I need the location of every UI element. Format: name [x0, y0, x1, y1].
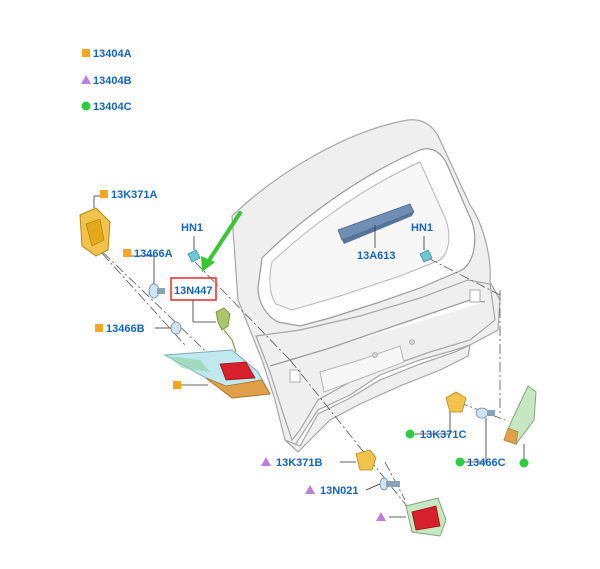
square-marker: [173, 381, 181, 389]
panel-bolt: [409, 339, 415, 345]
circle-marker: [405, 429, 415, 439]
label-13n447: 13N447: [174, 285, 213, 297]
part-13k371c: 13K371C: [405, 391, 467, 441]
label-13466a: 13466A: [134, 248, 173, 260]
high-mount-stop-lamp: 13A613: [337, 203, 415, 262]
part-hn1-right: HN1: [411, 222, 433, 263]
square-marker: [95, 324, 103, 332]
left-lamp-callout: [173, 381, 208, 389]
legend-label-a: 13404A: [93, 48, 132, 60]
triangle-marker: [261, 457, 271, 466]
liftgate-lamp-lower: [376, 497, 447, 537]
part-13k371b: 13K371B: [261, 449, 377, 471]
part-13n021: 13N021: [305, 477, 400, 497]
square-marker: [100, 190, 108, 198]
part-13k371a: 13K371A: [79, 189, 158, 257]
panel-notch: [469, 289, 481, 303]
triangle-marker: [376, 512, 386, 521]
label-13a613: 13A613: [357, 250, 396, 262]
part-13466b: 13466B: [95, 321, 182, 335]
legend-triangle-marker: [81, 75, 91, 84]
highlight-box: [170, 277, 217, 301]
part-13n447: 13N447: [170, 277, 237, 353]
label-13n021: 13N021: [320, 485, 359, 497]
legend-label-b: 13404B: [93, 75, 132, 87]
green-pointer-arrow: [201, 211, 242, 272]
square-marker: [123, 249, 131, 257]
legend-square-marker: [82, 49, 90, 57]
circle-marker: [455, 457, 465, 467]
part-13466c: 13466C: [455, 407, 506, 469]
circle-marker: [519, 458, 529, 468]
label-13466c: 13466C: [467, 457, 506, 469]
left-tail-lamp: [163, 349, 271, 399]
label-13466b: 13466B: [106, 323, 145, 335]
legend: 13404A 13404B 13404C: [81, 48, 132, 113]
triangle-marker: [305, 485, 315, 494]
liftgate-panel: [231, 119, 501, 453]
panel-notch: [289, 369, 301, 383]
legend-label-c: 13404C: [93, 101, 132, 113]
label-hn1-right: HN1: [411, 222, 433, 234]
right-tail-lamp: [503, 385, 537, 468]
part-hn1-left: HN1: [181, 222, 203, 263]
label-13k371b: 13K371B: [276, 457, 323, 469]
label-13k371a: 13K371A: [111, 189, 158, 201]
panel-bolt: [372, 352, 378, 358]
part-13466a: 13466A: [123, 248, 173, 299]
legend-circle-marker: [81, 101, 91, 111]
label-13k371c: 13K371C: [420, 429, 467, 441]
label-hn1-left: HN1: [181, 222, 203, 234]
